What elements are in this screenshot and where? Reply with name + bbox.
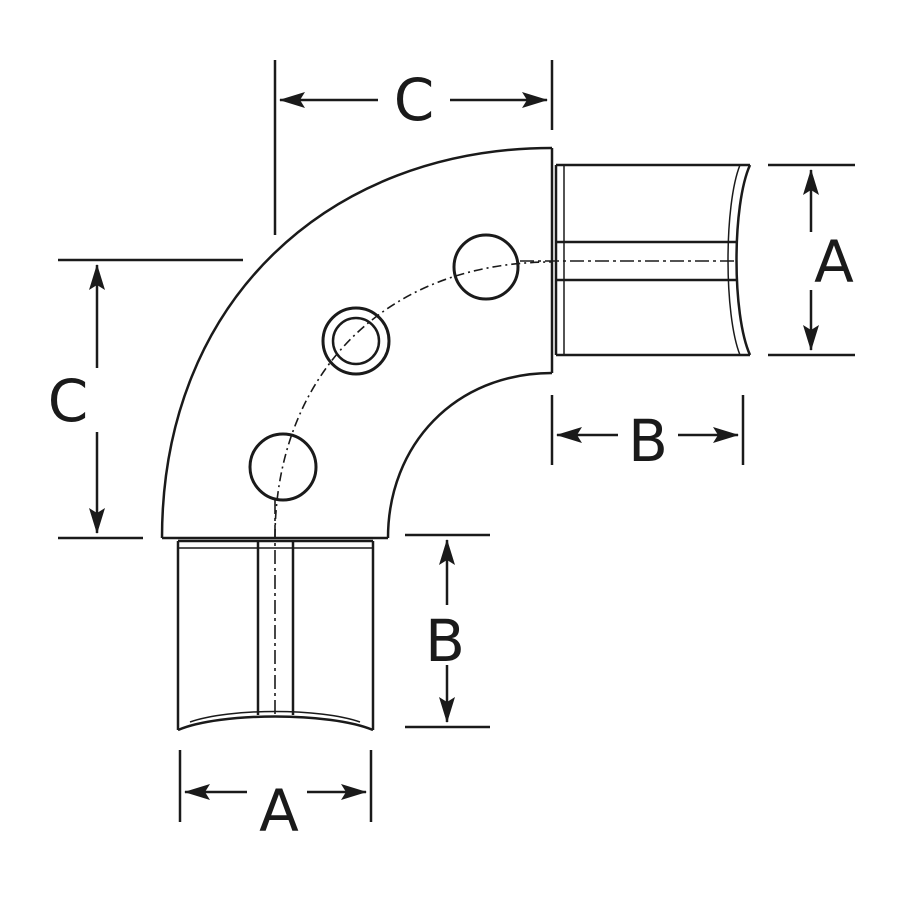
dimension-label-bottom-a: A <box>259 777 299 845</box>
elbow-outer-arc <box>160 146 553 539</box>
bottom-outlet <box>176 500 375 732</box>
screw-holes <box>248 233 520 502</box>
screw-hole-top <box>452 233 520 301</box>
screw-hole-middle-inner <box>331 316 381 366</box>
dimension-label-right-a: A <box>814 228 854 296</box>
screw-hole-middle-outer <box>321 306 391 376</box>
dimension-label-left-c: C <box>48 367 89 435</box>
right-outlet <box>520 163 752 357</box>
dimension-bottom-a: A <box>178 750 373 845</box>
screw-hole-bottom <box>248 432 318 502</box>
elbow-centerline <box>274 261 553 539</box>
dimension-label-right-b: B <box>628 407 668 475</box>
elbow-body <box>160 146 554 540</box>
dimension-label-bottom-b: B <box>425 607 465 675</box>
dimension-right-b: B <box>550 395 745 475</box>
dimension-right-a: A <box>768 163 855 357</box>
dimension-top-c: C <box>273 60 554 235</box>
elbow-inner-arc <box>386 371 553 539</box>
dimension-label-top-c: C <box>394 66 435 134</box>
dimension-bottom-b: B <box>405 533 490 729</box>
dimension-left-c: C <box>48 258 243 540</box>
